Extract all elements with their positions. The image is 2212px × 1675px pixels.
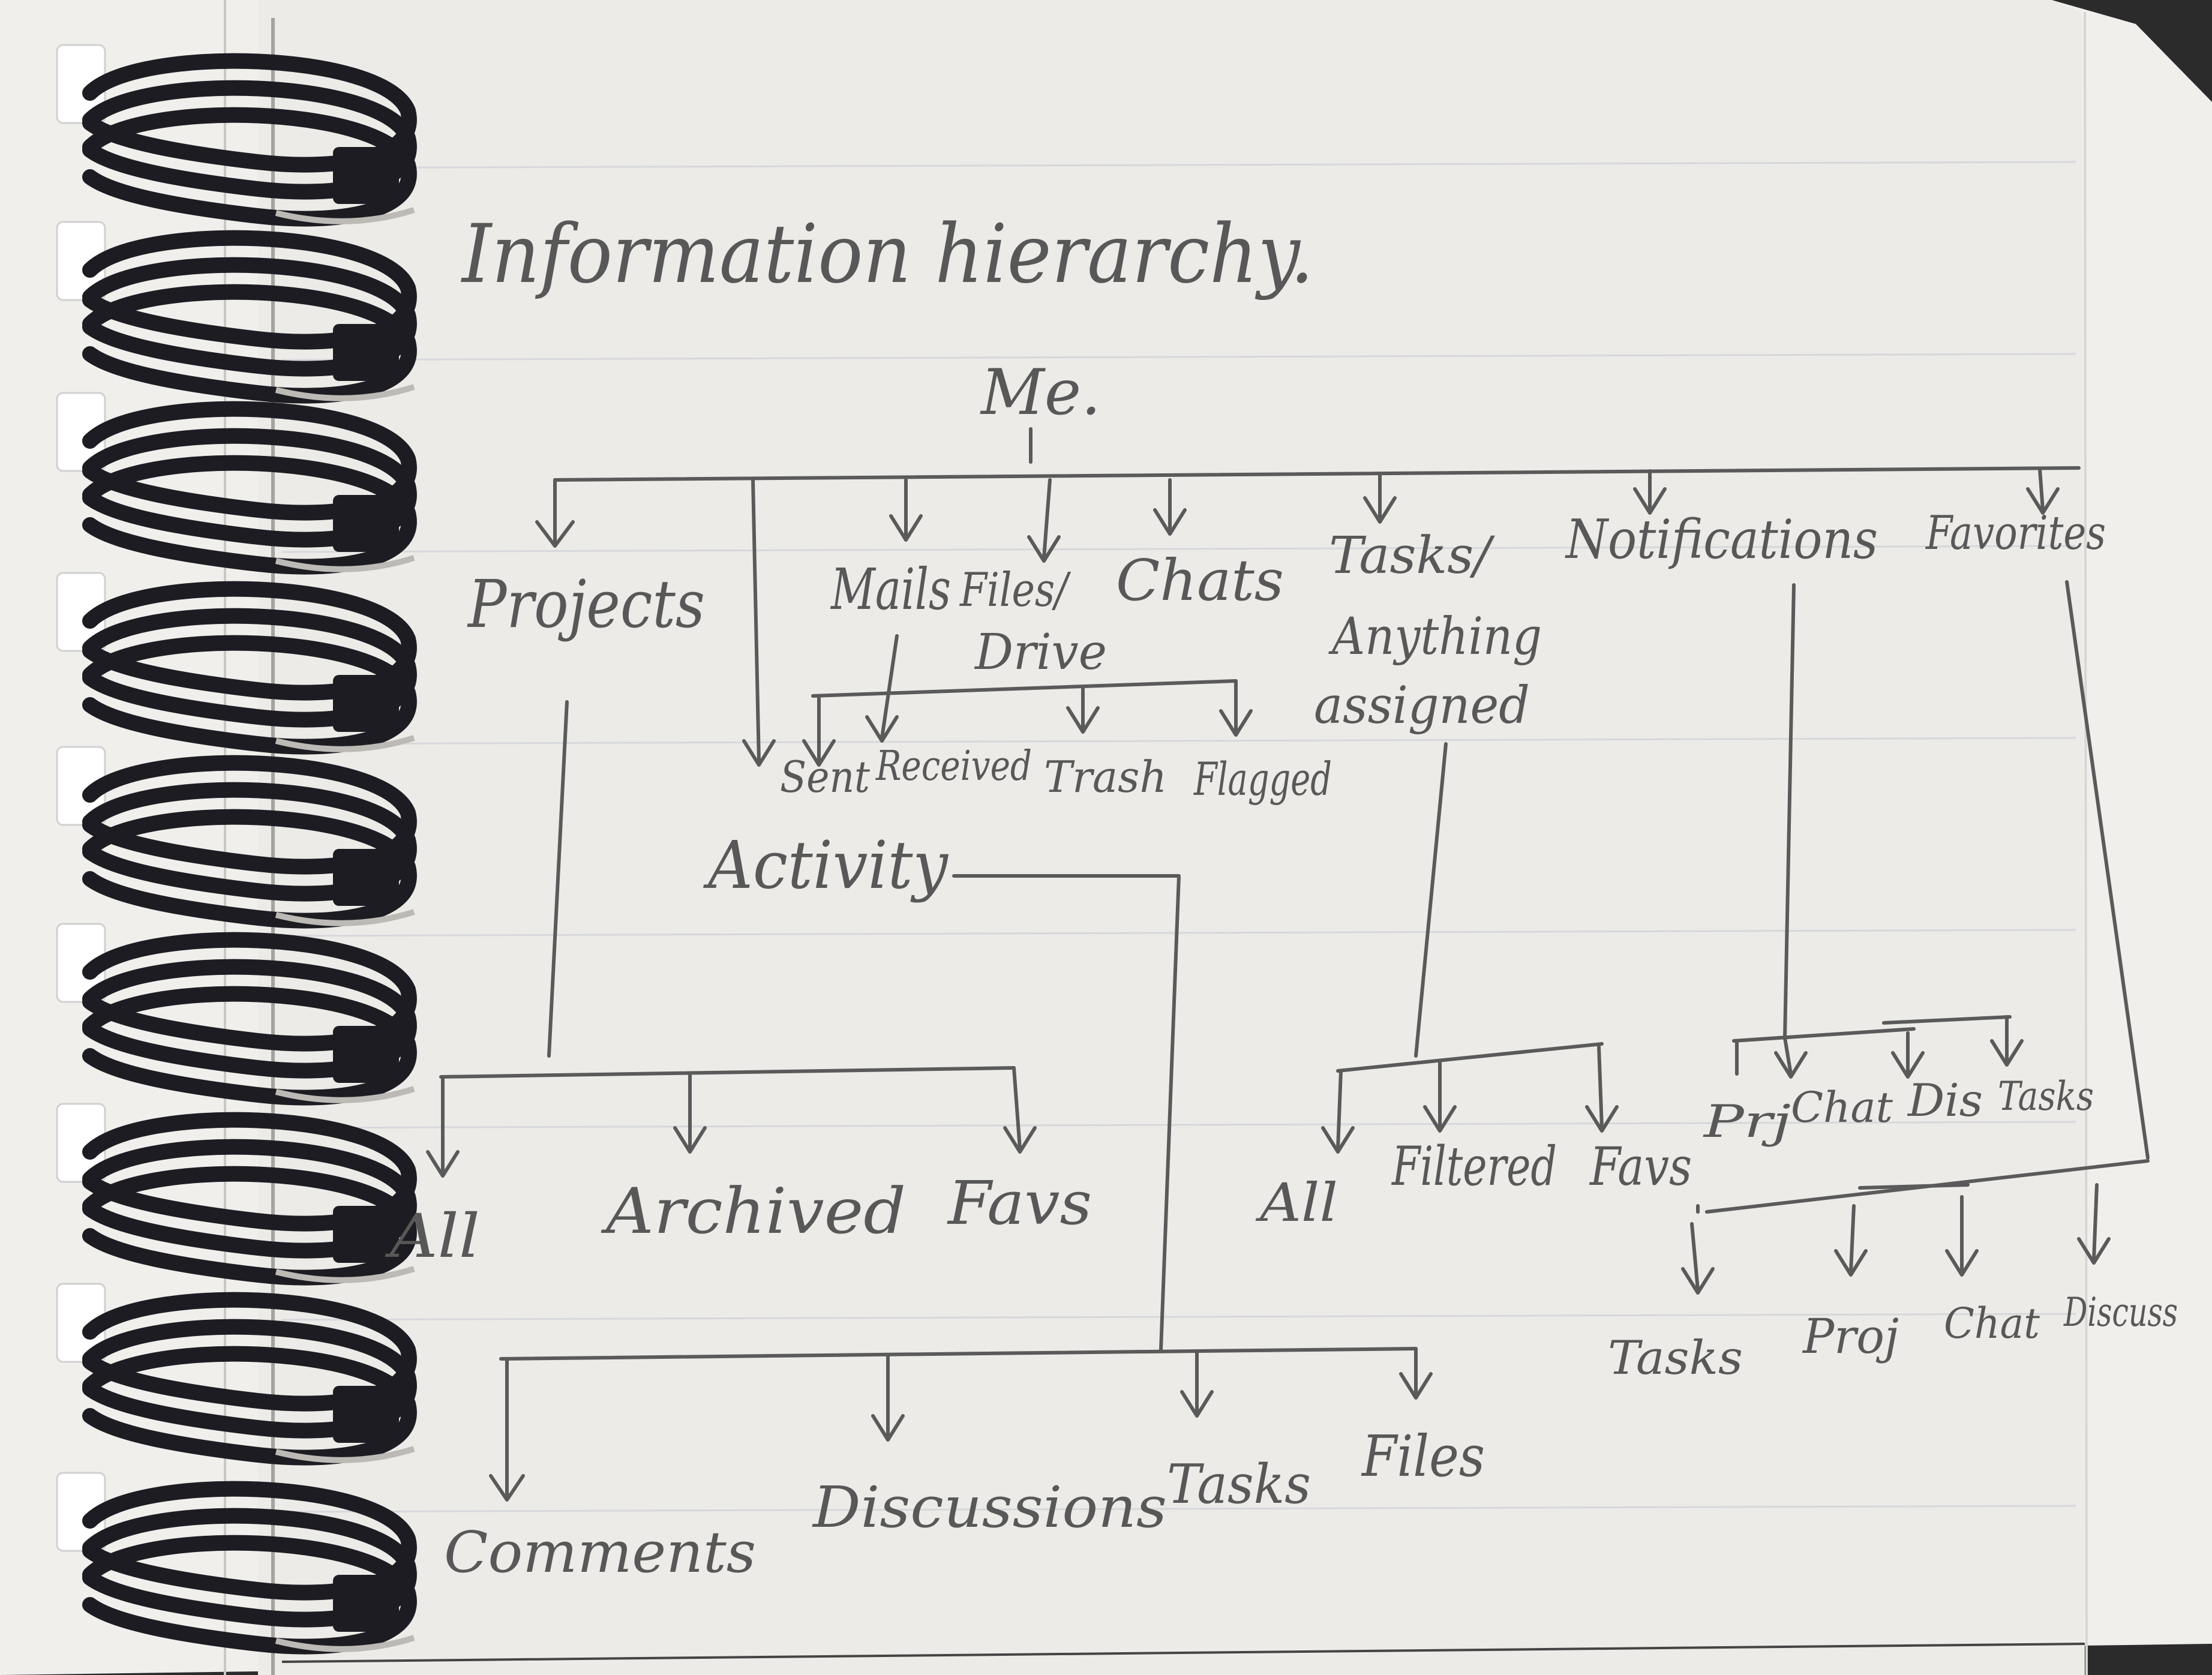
- spiral-coil: [56, 1283, 417, 1466]
- node-activity: Activity: [703, 827, 949, 903]
- projects-archived: Archived: [601, 1175, 906, 1248]
- node-chats: Chats: [1116, 548, 1284, 614]
- diagram-title: Information hierarchy.: [460, 207, 1314, 301]
- activity-tasks: Tasks: [1167, 1453, 1311, 1516]
- node-tasks-line3: assigned: [1314, 676, 1530, 736]
- ruled-lines: [281, 161, 2076, 1513]
- node-drive: Drive: [974, 624, 1107, 681]
- mail-folder-received: Received: [875, 743, 1032, 790]
- mail-folder-sent: Sent: [780, 752, 871, 802]
- spiral-coil: [56, 1472, 417, 1655]
- spiral-coil: [56, 1103, 417, 1286]
- node-mails: Mails: [830, 557, 951, 623]
- node-notifications: Notifications: [1565, 508, 1878, 571]
- spiral-coil: [56, 572, 417, 755]
- tasks-favs: Favs: [1589, 1136, 1692, 1197]
- spiral-coil: [56, 392, 417, 575]
- favorites-proj: Proj: [1802, 1308, 1899, 1364]
- root-node-me: Me.: [980, 356, 1101, 429]
- activity-files: Files: [1361, 1424, 1485, 1490]
- tasks-filtered: Filtered: [1391, 1135, 1557, 1198]
- svg-text:Tasks/ Anything: Tasks/ Anything assigned: [1314, 526, 1558, 736]
- spiral-coil: [56, 221, 417, 404]
- mail-folder-flagged: Flagged: [1193, 752, 1332, 806]
- notifications-tasks: Tasks: [1998, 1073, 2094, 1119]
- node-projects: Projects: [467, 566, 705, 643]
- favorites-tasks: Tasks: [1608, 1331, 1743, 1385]
- spiral-coil: [56, 44, 417, 227]
- node-tasks-line1: Tasks/: [1329, 526, 1495, 586]
- tasks-all: All: [1255, 1172, 1338, 1233]
- page-edge: [2084, 11, 2088, 1675]
- bottom-rule: [281, 1643, 2085, 1663]
- projects-all: All: [385, 1201, 480, 1271]
- activity-discussions: Discussions: [812, 1475, 1167, 1541]
- node-tasks-assigned: Tasks/ Anything assigned: [1314, 526, 1558, 736]
- favorites-discuss: Discuss: [2063, 1289, 2178, 1335]
- hierarchy-lines: [426, 427, 2150, 1502]
- favorites-chat: Chat: [1944, 1299, 2040, 1348]
- notifications-dis: Dis: [1907, 1074, 1983, 1127]
- node-files: Files/: [959, 563, 1071, 617]
- spiral-binding: [56, 44, 417, 1655]
- spiral-coil: [56, 746, 417, 929]
- right-page: [258, 0, 2085, 1675]
- projects-favs: Favs: [947, 1168, 1092, 1238]
- node-favorites: Favorites: [1925, 506, 2106, 560]
- spiral-coil: [56, 923, 417, 1106]
- node-tasks-line2: Anything: [1328, 607, 1542, 667]
- notifications-prj: Prj: [1702, 1095, 1791, 1148]
- notifications-chat: Chat: [1791, 1083, 1893, 1132]
- mail-folder-trash: Trash: [1044, 752, 1167, 802]
- activity-comments: Comments: [444, 1520, 756, 1586]
- diagram-labels: Information hierarchy. Me. Projects Mail…: [385, 207, 2178, 1586]
